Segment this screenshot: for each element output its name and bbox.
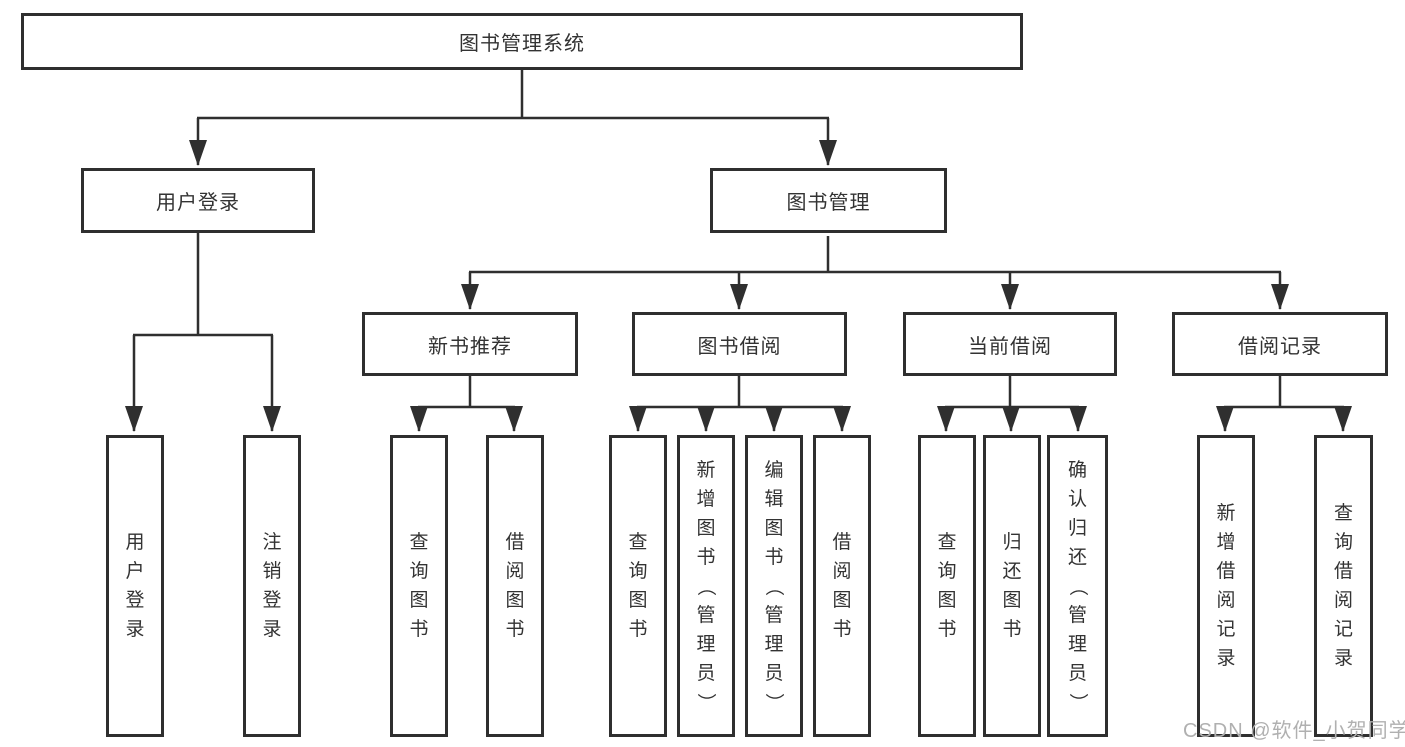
leaf-confirm-return-admin-label: 确认归还（管理员） — [1066, 459, 1088, 712]
node-new-book-recommend-label: 新书推荐 — [428, 335, 512, 358]
node-new-book-recommend: 新书推荐 — [362, 312, 578, 376]
leaf-query-books-borrow: 查询图书 — [609, 435, 667, 737]
node-book-borrow: 图书借阅 — [632, 312, 847, 376]
leaf-add-borrow-record: 新增借阅记录 — [1197, 435, 1255, 737]
node-root-label: 图书管理系统 — [459, 33, 585, 55]
node-book-management-label: 图书管理 — [786, 192, 871, 214]
leaf-query-borrow-record-label: 查询借阅记录 — [1333, 503, 1353, 669]
leaf-edit-book-admin-label: 编辑图书（管理员） — [763, 459, 785, 712]
leaf-edit-book-admin: 编辑图书（管理员） — [745, 435, 803, 737]
node-book-borrow-label: 图书借阅 — [697, 335, 782, 358]
node-borrow-records: 借阅记录 — [1172, 312, 1388, 376]
leaf-return-books: 归还图书 — [983, 435, 1041, 737]
node-current-borrow: 当前借阅 — [903, 312, 1117, 376]
leaf-return-books-label: 归还图书 — [1002, 532, 1022, 640]
node-book-management: 图书管理 — [710, 168, 947, 233]
leaf-user-login-label: 用户登录 — [125, 532, 145, 640]
leaf-query-books-current: 查询图书 — [918, 435, 976, 737]
leaf-borrow-books-recommend-label: 借阅图书 — [505, 532, 525, 640]
leaf-add-borrow-record-label: 新增借阅记录 — [1216, 503, 1236, 669]
leaf-confirm-return-admin: 确认归还（管理员） — [1047, 435, 1108, 737]
node-user-login-label: 用户登录 — [156, 192, 240, 214]
leaf-query-books-recommend: 查询图书 — [390, 435, 448, 737]
leaf-query-books-recommend-label: 查询图书 — [409, 532, 429, 640]
leaf-query-books-current-label: 查询图书 — [937, 532, 957, 640]
node-borrow-records-label: 借阅记录 — [1238, 335, 1322, 358]
node-root: 图书管理系统 — [21, 13, 1023, 70]
leaf-add-book-admin-label: 新增图书（管理员） — [695, 459, 717, 712]
leaf-logout: 注销登录 — [243, 435, 301, 737]
leaf-query-borrow-record: 查询借阅记录 — [1314, 435, 1373, 737]
leaf-user-login: 用户登录 — [106, 435, 164, 737]
watermark: CSDN @软件_小贺同学 — [1183, 720, 1405, 742]
leaf-borrow-books-recommend: 借阅图书 — [486, 435, 544, 737]
leaf-borrow-books-borrow-label: 借阅图书 — [832, 532, 852, 640]
node-user-login: 用户登录 — [81, 168, 315, 233]
leaf-logout-label: 注销登录 — [262, 532, 282, 640]
node-current-borrow-label: 当前借阅 — [968, 335, 1052, 358]
leaf-add-book-admin: 新增图书（管理员） — [677, 435, 735, 737]
leaf-borrow-books-borrow: 借阅图书 — [813, 435, 871, 737]
leaf-query-books-borrow-label: 查询图书 — [628, 532, 648, 640]
